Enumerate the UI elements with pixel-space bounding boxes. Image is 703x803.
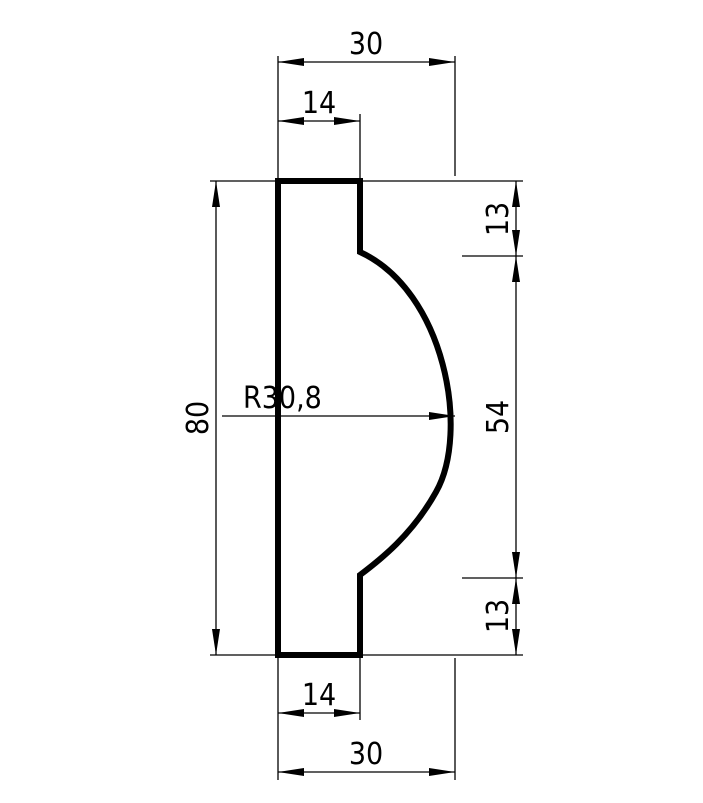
dim-top-30: 30 (349, 27, 383, 62)
dim-radius: R30,8 (243, 381, 322, 416)
dim-bottom-30: 30 (349, 737, 383, 772)
dim-top-14: 14 (302, 86, 336, 121)
dim-right-54: 54 (481, 400, 516, 434)
dimension-lines (212, 58, 520, 776)
dimension-texts: 30 14 14 30 80 13 54 13 R30,8 (181, 27, 516, 772)
dim-right-13-bottom: 13 (481, 599, 516, 633)
dim-right-13-top: 13 (481, 202, 516, 236)
extension-lines (210, 56, 523, 780)
dim-left-80: 80 (181, 401, 216, 435)
part-profile (275, 178, 454, 658)
dim-bottom-14: 14 (302, 678, 336, 713)
